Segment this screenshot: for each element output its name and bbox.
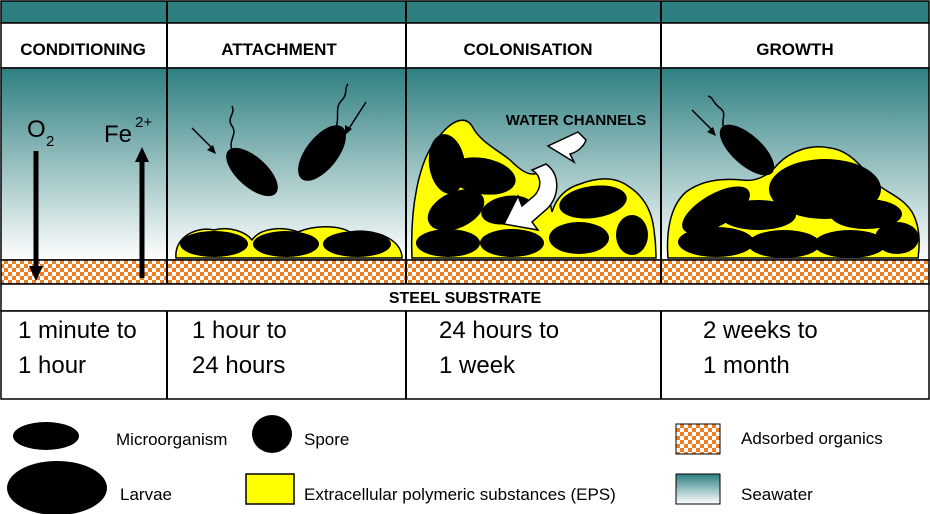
swimming-microorganism [298,125,346,181]
time-conditioning-line2: 1 hour [18,352,86,379]
microorganism [416,229,480,257]
swimming-microorganism [226,147,278,197]
motion-arrowhead [345,125,352,135]
column-dividers [166,1,662,399]
legend-larvae-label: Larvae [120,485,172,504]
microorganism [559,185,627,219]
motion-arrow [347,101,367,131]
microorganism [323,231,391,257]
time-row [0,310,930,400]
time-colonisation-line1: 24 hours to [439,317,559,344]
oxygen-subscript: 2 [46,133,54,150]
header-row [0,22,930,69]
oxygen-down-arrow [29,151,43,281]
iron-superscript: 2+ [135,114,152,131]
oxygen-label: O 2 [27,116,54,150]
attachment-organisms [175,83,403,259]
microorganism [875,222,919,254]
microorganism [830,199,902,229]
microorganism [720,200,796,230]
flagellum [707,95,725,129]
legend-seawater-swatch [675,473,721,505]
stage-header-colonisation: COLONISATION [463,40,592,59]
microorganism [180,231,248,257]
iron-base: Fe [104,121,132,148]
steel-substrate-band [0,283,930,312]
top-bar [0,0,930,24]
flagellum [335,83,349,129]
time-colonisation-line2: 1 week [439,352,516,379]
legend-eps-swatch [245,473,295,505]
oxygen-base: O [27,116,46,143]
legend: Microorganism Spore Larvae Extracellular… [7,415,883,514]
water-channels-label: WATER CHANNELS [506,112,647,129]
colonisation-biofilm: WATER CHANNELS [410,112,657,259]
time-conditioning-line1: 1 minute to [18,317,137,344]
microorganism [814,230,886,258]
microorganism [678,227,754,257]
microorganism [748,230,820,258]
iron-up-arrow [135,147,149,278]
swimming-microorganism [719,124,775,176]
microorganism [427,189,485,231]
microorganism [682,186,750,234]
motion-arrow [191,127,215,151]
growth-biofilm [666,95,920,259]
time-attachment-line1: 1 hour to [192,317,287,344]
microorganism [253,231,319,257]
motion-arrowhead [707,127,716,136]
legend-spore-swatch [252,415,292,453]
time-growth-line2: 1 month [703,352,790,379]
time-attachment-line2: 24 hours [192,352,285,379]
stage-header-attachment: ATTACHMENT [221,40,337,59]
legend-microorganism-swatch [13,422,79,450]
time-growth-line1: 2 weeks to [703,317,818,344]
legend-eps-label: Extracellular polymeric substances (EPS) [304,485,616,504]
stage-header-conditioning: CONDITIONING [20,40,146,59]
motion-arrow [691,109,715,133]
motion-arrowhead [207,145,216,154]
flagellum [229,105,235,151]
legend-seawater-label: Seawater [741,485,813,504]
legend-adsorbed-swatch [675,423,721,455]
legend-spore-label: Spore [304,430,349,449]
legend-microorganism-label: Microorganism [116,430,227,449]
stage-header-growth: GROWTH [756,40,833,59]
microorganism [549,222,609,254]
legend-adsorbed-label: Adsorbed organics [741,429,883,448]
microorganism [448,157,516,195]
steel-substrate-label: STEEL SUBSTRATE [389,290,542,307]
water-channel-arrow-2 [502,163,558,232]
water-channel-arrow-1 [546,131,587,165]
legend-larvae-swatch [7,461,107,514]
microorganism [480,229,544,257]
microorganism [616,215,648,255]
iron-label: Fe 2+ [104,114,152,148]
